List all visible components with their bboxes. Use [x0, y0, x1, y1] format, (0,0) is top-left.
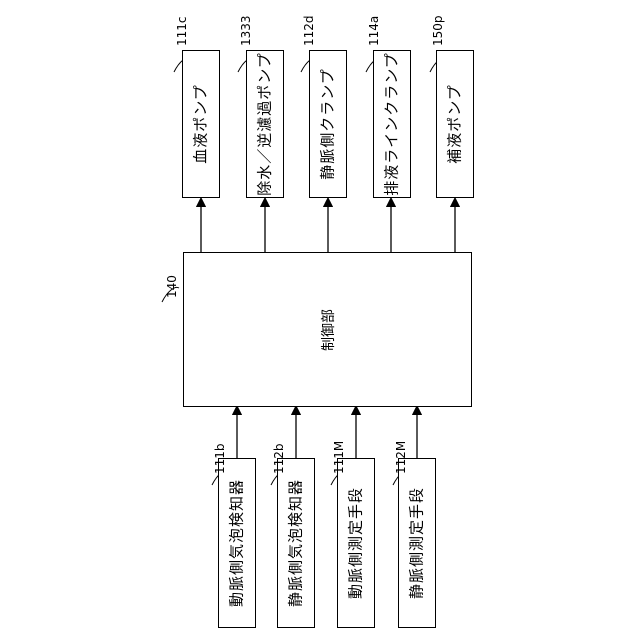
- fluid-pump-label: 補液ポンプ: [448, 84, 463, 164]
- venous-measure-label: 静脈側測定手段: [410, 487, 425, 599]
- controller-box: 制御部: [183, 252, 472, 407]
- ref-111c: 111c: [176, 16, 188, 46]
- venous-detector-label: 静脈側気泡検知器: [289, 479, 304, 607]
- ref-114a: 114a: [368, 16, 380, 46]
- arterial-measure-label: 動脈側測定手段: [349, 487, 364, 599]
- venous-measure-box: 静脈側測定手段: [398, 458, 436, 628]
- drain-clamp-box: 排液ラインクランプ: [373, 50, 411, 198]
- dewater-pump-box: 除水／逆濾過ポンプ: [246, 50, 284, 198]
- venous-clamp-box: 静脈側クランプ: [309, 50, 347, 198]
- ref-150p: 150p: [432, 15, 444, 46]
- dewater-pump-label: 除水／逆濾過ポンプ: [258, 52, 273, 196]
- controller-label: 制御部: [318, 309, 338, 351]
- drain-clamp-label: 排液ラインクランプ: [385, 52, 400, 196]
- arterial-measure-box: 動脈側測定手段: [337, 458, 375, 628]
- arterial-detector-box: 動脈側気泡検知器: [218, 458, 256, 628]
- blood-pump-box: 血液ポンプ: [182, 50, 220, 198]
- ref-112b: 112b: [273, 443, 285, 474]
- ref-112M: 112M: [395, 441, 407, 474]
- ref-1333: 1333: [240, 15, 252, 46]
- fluid-pump-box: 補液ポンプ: [436, 50, 474, 198]
- venous-detector-box: 静脈側気泡検知器: [277, 458, 315, 628]
- ref-112d: 112d: [303, 15, 315, 46]
- ref-111M: 111M: [333, 441, 345, 474]
- blood-pump-label: 血液ポンプ: [194, 84, 209, 164]
- venous-clamp-label: 静脈側クランプ: [321, 68, 336, 180]
- ref-111b: 111b: [214, 443, 226, 474]
- arterial-detector-label: 動脈側気泡検知器: [230, 479, 245, 607]
- ref-140: 140: [166, 275, 178, 298]
